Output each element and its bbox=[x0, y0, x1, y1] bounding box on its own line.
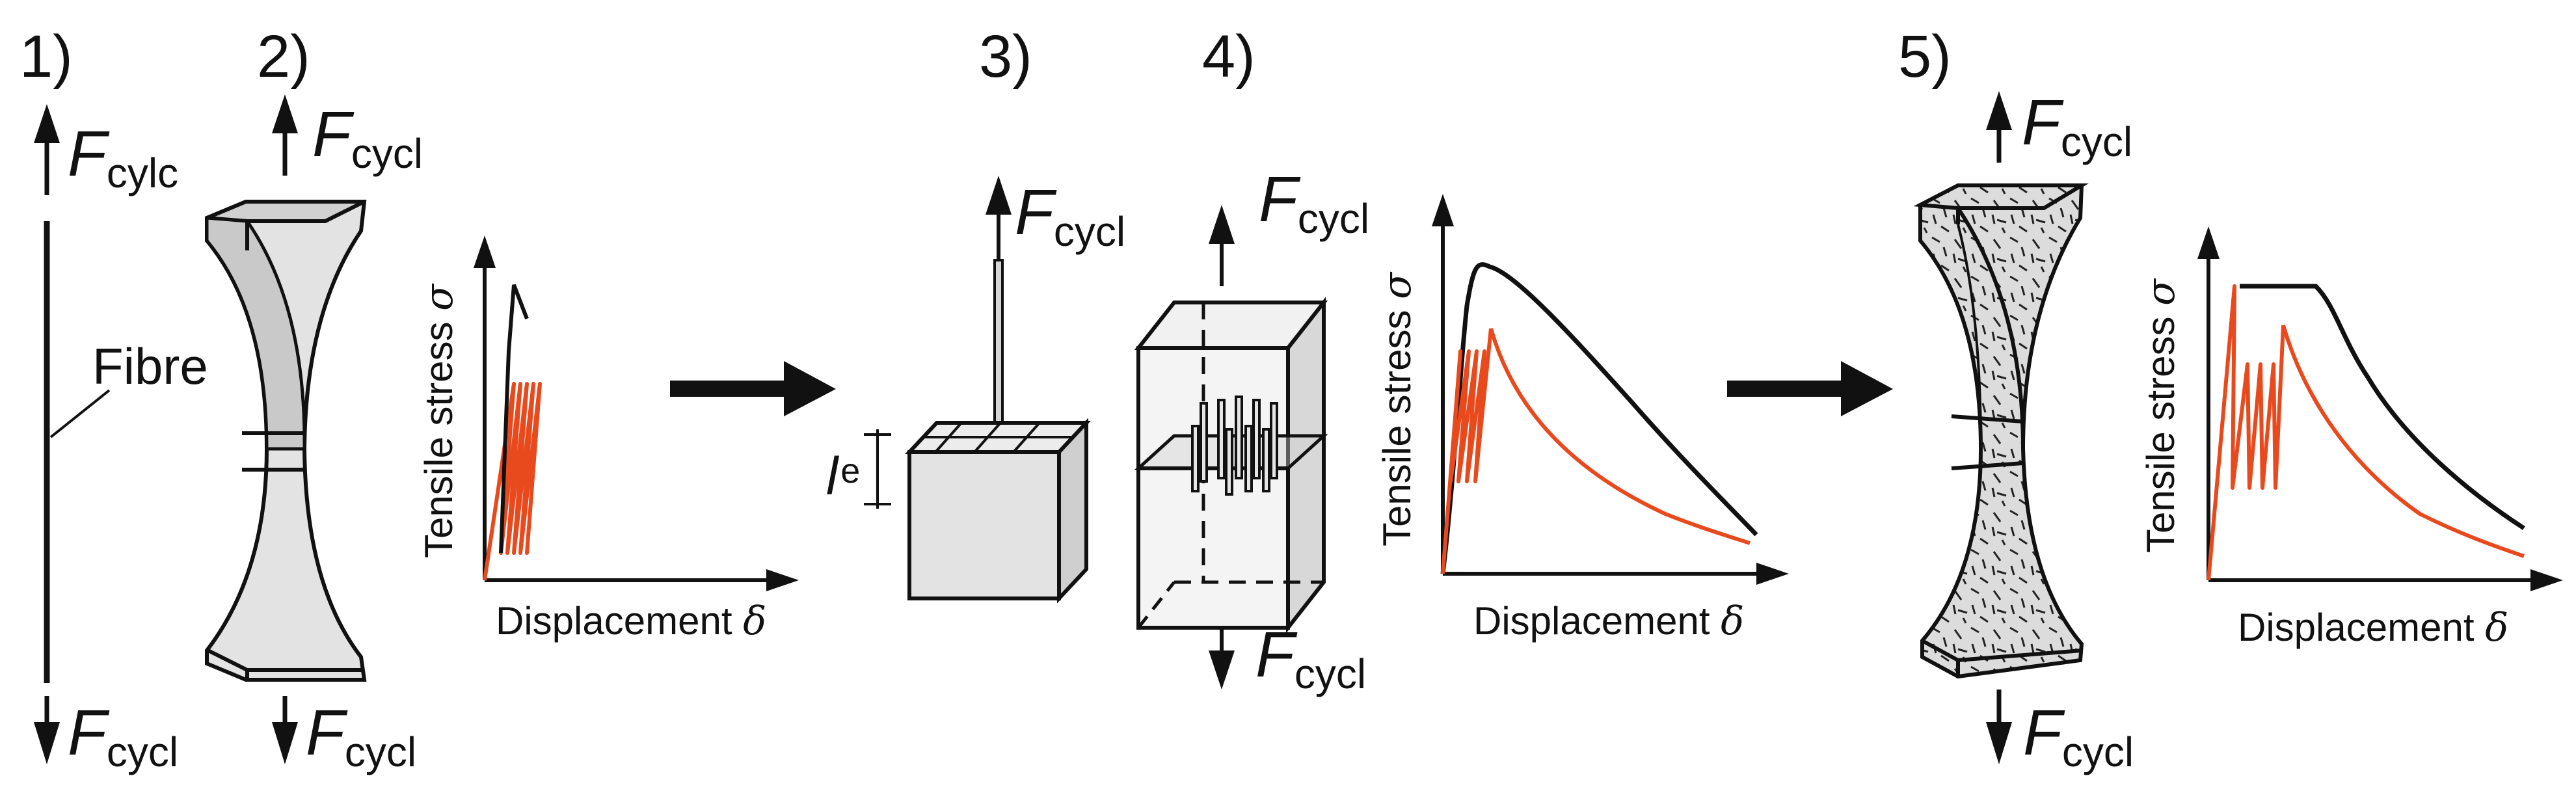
arrowhead-right-icon bbox=[1756, 563, 1789, 585]
arrowhead-up-icon bbox=[986, 176, 1012, 215]
arrowhead-up-icon bbox=[272, 94, 298, 133]
chart-3-envelope-series bbox=[2240, 284, 2525, 530]
arrowhead-down-icon bbox=[1209, 650, 1235, 690]
chart-2-ylabel: Tensile stress σ bbox=[1375, 271, 1420, 546]
arrowhead-down-icon bbox=[272, 722, 298, 764]
arrowhead-up-icon bbox=[2197, 226, 2220, 259]
block-side-face bbox=[1057, 418, 1088, 604]
chart-3: Tensile stress σ Displacement δ bbox=[2138, 226, 2563, 650]
step-4-label: 4) bbox=[1202, 23, 1255, 90]
arrowhead-up-icon bbox=[1432, 194, 1454, 226]
chart-1: Tensile stress σ Displacement δ bbox=[416, 235, 799, 644]
step-5-label: 5) bbox=[1898, 23, 1952, 90]
arrowhead-up-icon bbox=[1209, 205, 1235, 244]
chart-1-ylabel: Tensile stress σ bbox=[416, 283, 462, 558]
fibre-label: Fibre bbox=[92, 338, 208, 395]
step-5-composite-dogbone: 5) Fcycl Fcycl bbox=[1898, 23, 2134, 775]
force-label-top-multi: Fcycl bbox=[1259, 163, 1369, 242]
chart-2: Tensile stress σ Displacement δ bbox=[1375, 194, 1789, 644]
chart-2-post-peak-series bbox=[1489, 328, 1751, 545]
multi-fibres bbox=[1191, 395, 1278, 496]
arrowhead-down-icon bbox=[34, 722, 60, 764]
force-label-bottom-multi: Fcycl bbox=[1255, 619, 1366, 697]
force-label-bottom-composite: Fcycl bbox=[2023, 697, 2134, 775]
step-1-label: 1) bbox=[20, 23, 73, 90]
step-2-label: 2) bbox=[257, 23, 310, 90]
force-label-bottom-dogbone: Fcycl bbox=[306, 697, 416, 775]
arrowhead-up-icon bbox=[1986, 91, 2012, 130]
arrowhead-down-icon bbox=[1986, 722, 2012, 764]
force-label-pullout: Fcycl bbox=[1015, 176, 1125, 255]
step-3-pullout: 3) Fcycl le bbox=[826, 23, 1125, 604]
arrowhead-right-icon bbox=[766, 569, 799, 591]
arrowhead-right-icon bbox=[2530, 569, 2563, 591]
fibre-leader-line bbox=[49, 389, 111, 438]
step-2-dogbone: 2) Fcycl Fcycl bbox=[205, 23, 423, 775]
chart-3-cyclic-series bbox=[2207, 284, 2285, 581]
force-label-top-dogbone: Fcycl bbox=[312, 98, 423, 177]
chart-2-xlabel: Displacement δ bbox=[1473, 598, 1744, 644]
arrow-right-icon bbox=[670, 361, 836, 416]
arrow-right-icon bbox=[1727, 361, 1893, 416]
chart-3-post-peak-series bbox=[2281, 325, 2525, 558]
composite-top-face bbox=[1913, 183, 2089, 210]
force-label-bottom-fibre: Fcycl bbox=[68, 697, 178, 775]
composite-body bbox=[1918, 183, 2084, 679]
step-3-label: 3) bbox=[979, 23, 1032, 90]
chart-3-xlabel: Displacement δ bbox=[2238, 605, 2508, 650]
block-front-face bbox=[907, 450, 1061, 600]
dogbone-side-face bbox=[205, 216, 306, 451]
chart-2-envelope-series bbox=[1440, 262, 1758, 574]
chart-1-xlabel: Displacement δ bbox=[496, 598, 766, 644]
arrowhead-up-icon bbox=[474, 235, 496, 268]
chart-2-cyclic-series bbox=[1441, 328, 1493, 574]
step-1-fibre: 1) Fcylc Fcycl Fibre bbox=[20, 23, 208, 775]
composite-crack-lines bbox=[1951, 414, 2024, 470]
arrowhead-up-icon bbox=[34, 104, 60, 143]
force-label-top-fibre: Fcylc bbox=[68, 118, 178, 196]
force-label-top-composite: Fcycl bbox=[2022, 87, 2132, 165]
chart-1-envelope-series bbox=[499, 284, 529, 554]
chart-1-cyclic-series bbox=[483, 382, 542, 581]
embedment-label: le bbox=[826, 447, 860, 506]
step-4-multi-pullout: 4) Fcycl Fcycl bbox=[1134, 23, 1369, 697]
dogbone-notch-lines bbox=[242, 431, 304, 472]
chart-3-ylabel: Tensile stress σ bbox=[2138, 278, 2184, 553]
